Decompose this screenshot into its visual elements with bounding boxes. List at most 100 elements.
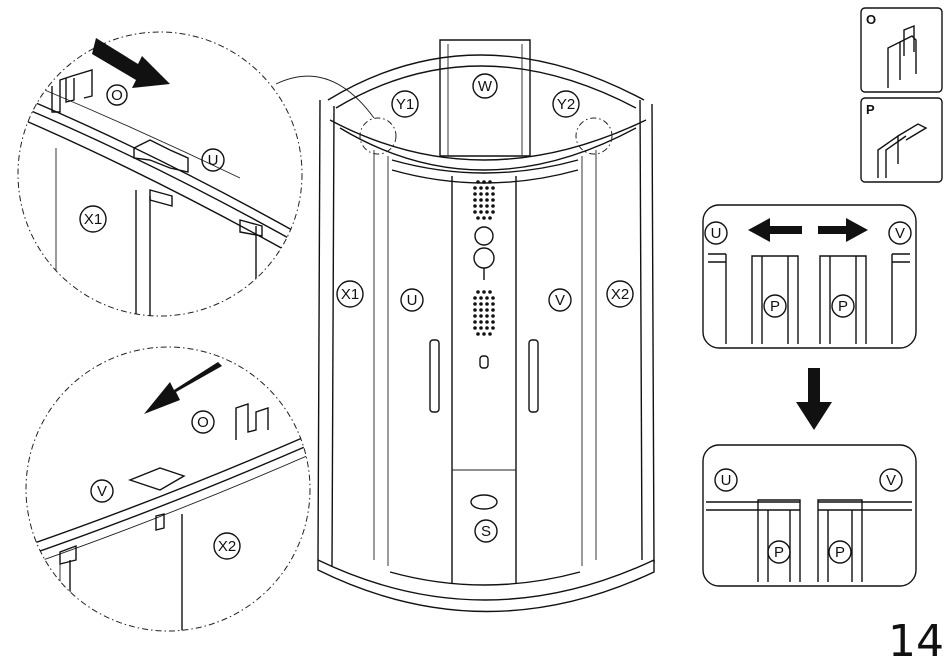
nozzle-dot bbox=[479, 210, 483, 214]
nozzle-dot bbox=[473, 210, 477, 214]
nozzle-dot bbox=[473, 192, 477, 196]
label-before-p-right: P bbox=[832, 295, 854, 317]
massage-nozzles-bottom bbox=[473, 290, 495, 336]
nozzle-dot bbox=[479, 302, 483, 306]
nozzle-dot bbox=[473, 302, 477, 306]
arrow-down-icon bbox=[796, 368, 832, 430]
nozzle-dot bbox=[482, 290, 486, 294]
nozzle-dot bbox=[479, 186, 483, 190]
nozzle-dot bbox=[479, 326, 483, 330]
label-o-top: O bbox=[107, 85, 127, 105]
label-before-p-left: P bbox=[764, 295, 786, 317]
detail-circle-top bbox=[10, 32, 310, 320]
svg-text:X2: X2 bbox=[218, 538, 236, 555]
svg-text:P: P bbox=[770, 298, 780, 315]
label-x1: X1 bbox=[337, 281, 363, 307]
label-after-p-left: P bbox=[768, 541, 790, 563]
nozzle-dot bbox=[473, 296, 477, 300]
nozzle-dot bbox=[488, 290, 492, 294]
nozzle-dot bbox=[473, 308, 477, 312]
nozzle-dot bbox=[491, 192, 495, 196]
svg-text:X2: X2 bbox=[611, 286, 629, 303]
nozzle-dot bbox=[491, 186, 495, 190]
nozzle-dot bbox=[491, 326, 495, 330]
label-y2: Y2 bbox=[553, 91, 579, 117]
profile-box-o: O bbox=[861, 8, 942, 92]
svg-text:O: O bbox=[197, 414, 209, 431]
svg-text:P: P bbox=[838, 298, 848, 315]
detail-circle-bottom bbox=[20, 347, 316, 640]
svg-text:P: P bbox=[774, 544, 784, 561]
nozzle-dot bbox=[479, 192, 483, 196]
nozzle-dot bbox=[473, 326, 477, 330]
nozzle-dot bbox=[476, 216, 480, 220]
nozzle-dot bbox=[485, 192, 489, 196]
label-w: W bbox=[473, 74, 497, 98]
label-u: U bbox=[401, 289, 423, 311]
nozzle-dot bbox=[473, 186, 477, 190]
nozzle-dot bbox=[479, 314, 483, 318]
label-before-v: V bbox=[889, 222, 911, 244]
arrow-icon bbox=[144, 362, 222, 414]
label-v-bottom: V bbox=[91, 480, 113, 502]
nozzle-dot bbox=[473, 320, 477, 324]
arrow-left-icon bbox=[748, 218, 802, 242]
nozzle-dot bbox=[491, 302, 495, 306]
nozzle-dot bbox=[485, 302, 489, 306]
nozzle-dot bbox=[488, 332, 492, 336]
label-u-top: U bbox=[202, 149, 224, 171]
nozzle-dot bbox=[491, 308, 495, 312]
label-x2-bottom: X2 bbox=[214, 533, 240, 559]
label-before-u: U bbox=[705, 222, 727, 244]
nozzle-dot bbox=[485, 314, 489, 318]
nozzle-dot bbox=[491, 314, 495, 318]
label-after-u: U bbox=[715, 469, 737, 491]
nozzle-dot bbox=[488, 216, 492, 220]
label-o-bottom: O bbox=[192, 411, 214, 433]
nozzle-dot bbox=[491, 296, 495, 300]
nozzle-dot bbox=[491, 320, 495, 324]
nozzle-dot bbox=[485, 326, 489, 330]
nozzle-dot bbox=[485, 320, 489, 324]
nozzle-dot bbox=[482, 180, 486, 184]
nozzle-dot bbox=[476, 290, 480, 294]
svg-text:W: W bbox=[478, 78, 493, 95]
svg-text:Y2: Y2 bbox=[557, 96, 575, 113]
label-after-v: V bbox=[880, 469, 902, 491]
label-x1-top: X1 bbox=[80, 206, 106, 232]
nozzle-dot bbox=[482, 216, 486, 220]
svg-text:V: V bbox=[97, 483, 107, 500]
nozzle-dot bbox=[473, 204, 477, 208]
svg-text:O: O bbox=[111, 87, 123, 104]
nozzle-dot bbox=[473, 314, 477, 318]
label-after-p-right: P bbox=[829, 541, 851, 563]
svg-text:P: P bbox=[835, 544, 845, 561]
svg-text:X1: X1 bbox=[84, 211, 102, 228]
nozzle-dot bbox=[479, 204, 483, 208]
nozzle-dot bbox=[491, 198, 495, 202]
nozzle-dot bbox=[491, 210, 495, 214]
nozzle-dot bbox=[485, 186, 489, 190]
nozzle-dot bbox=[473, 198, 477, 202]
svg-text:X1: X1 bbox=[341, 286, 359, 303]
arrow-icon bbox=[92, 38, 170, 88]
nozzle-dot bbox=[479, 296, 483, 300]
nozzle-dot bbox=[491, 204, 495, 208]
nozzle-dot bbox=[479, 308, 483, 312]
nozzle-dot bbox=[479, 320, 483, 324]
svg-text:S: S bbox=[481, 523, 491, 540]
nozzle-dot bbox=[488, 180, 492, 184]
nozzle-dot bbox=[485, 296, 489, 300]
svg-text:U: U bbox=[721, 472, 732, 489]
page-number: 14 bbox=[888, 616, 944, 667]
svg-text:U: U bbox=[711, 225, 722, 242]
svg-text:O: O bbox=[866, 12, 876, 27]
label-s: S bbox=[475, 520, 497, 542]
nozzle-dot bbox=[479, 198, 483, 202]
profile-box-p: P bbox=[861, 98, 942, 182]
arrow-right-icon bbox=[818, 218, 868, 242]
label-y1: Y1 bbox=[392, 91, 418, 117]
nozzle-dot bbox=[485, 210, 489, 214]
svg-text:V: V bbox=[895, 225, 905, 242]
